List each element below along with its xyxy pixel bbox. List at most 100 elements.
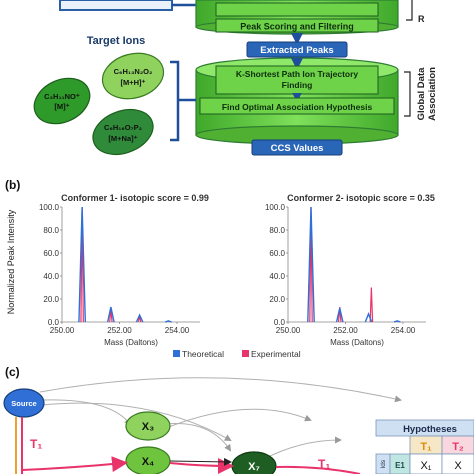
source-node-label: Source bbox=[11, 399, 36, 408]
chart-title: Conformer 2- isotopic score = 0.35 bbox=[287, 193, 435, 203]
ion-2-formula: C₆H₁₃N₂O₂ bbox=[114, 67, 153, 76]
theoretical-peak bbox=[393, 320, 401, 323]
experimental-peak bbox=[369, 287, 374, 323]
x-tick-label: 254.00 bbox=[391, 326, 416, 335]
h-side-label: lds bbox=[380, 459, 387, 468]
panel-c-label: (c) bbox=[5, 365, 20, 379]
y-tick-label: 40.0 bbox=[43, 272, 59, 281]
ion-2-adduct: [M+H]⁺ bbox=[121, 78, 146, 87]
stage-box-top bbox=[215, 2, 379, 17]
input-data-box bbox=[59, 0, 173, 11]
theoretical-peak bbox=[364, 312, 373, 323]
panel-c: (c) Source T₁ X₃ X₄ X₇ T₁ Hypo bbox=[3, 365, 474, 474]
theoretical-peak bbox=[164, 320, 172, 323]
panel-a: Peak Scoring and Filtering R Extracted P… bbox=[33, 0, 438, 156]
edge-source-x3 bbox=[41, 399, 132, 426]
x-tick-label: 252.00 bbox=[107, 326, 132, 335]
association-cylinder: K-Shortest Path Ion Trajectory Finding F… bbox=[195, 57, 399, 145]
h-x-cell bbox=[441, 453, 474, 474]
kshortest-label-1: K-Shortest Path Ion Trajectory bbox=[236, 69, 359, 79]
bracket-top-label: R bbox=[418, 14, 425, 24]
x-tick-label: 252.00 bbox=[333, 326, 358, 335]
x-tick-label: 250.00 bbox=[276, 326, 301, 335]
ion-1-formula: C₃H₁₁NO⁺ bbox=[44, 92, 80, 101]
y-tick-label: 80.0 bbox=[269, 226, 285, 235]
x-tick-label: 254.00 bbox=[165, 326, 190, 335]
target-ions-bracket bbox=[170, 60, 180, 142]
ion-3-formula: C₆H₁₆O₇P₂ bbox=[104, 123, 142, 132]
ion-1: C₃H₁₁NO⁺ [M]⁺ bbox=[33, 77, 91, 125]
theoretical-peak bbox=[307, 206, 315, 323]
x-axis-label: Mass (Daltons) bbox=[104, 338, 158, 347]
edge-x3-right bbox=[165, 408, 312, 429]
edge-source-x7a bbox=[41, 402, 232, 441]
target-ions-label: Target Ions bbox=[87, 35, 145, 47]
bracket-top bbox=[406, 0, 413, 21]
legend-experimental-swatch bbox=[242, 350, 249, 357]
y-tick-label: 100.0 bbox=[39, 203, 60, 212]
top-cylinder: Peak Scoring and Filtering bbox=[195, 0, 399, 35]
hypotheses-header: Hypotheses bbox=[403, 424, 457, 435]
global-data-label-2: Association bbox=[427, 67, 438, 121]
experimental-peak bbox=[337, 307, 342, 323]
y-tick-label: 40.0 bbox=[269, 272, 285, 281]
ion-1-adduct: [M]⁺ bbox=[54, 102, 69, 111]
bracket-global bbox=[404, 71, 411, 117]
kshortest-label-2: Finding bbox=[282, 80, 313, 90]
edge-source-x4-pink bbox=[21, 456, 128, 473]
theoretical-peak bbox=[335, 308, 344, 323]
h-t2-label: T₂ bbox=[452, 441, 464, 453]
chart-conformer-2: Conformer 2- isotopic score = 0.35 0.0 20.… bbox=[265, 193, 435, 347]
source-node bbox=[3, 388, 45, 418]
y-tick-label: 20.0 bbox=[269, 295, 285, 304]
panel-b-ylabel: Normalized Peak Intensity bbox=[6, 209, 16, 314]
ion-3: C₆H₁₆O₇P₂ [M+Na]⁺ bbox=[92, 108, 154, 156]
find-optimal-label: Find Optimal Association Hypothesis bbox=[222, 102, 373, 112]
y-tick-label: 60.0 bbox=[269, 249, 285, 258]
hypotheses-table: Hypotheses T₁ T₂ lds E1 X₁ X bbox=[375, 419, 474, 474]
node-x3 bbox=[125, 411, 171, 441]
y-tick-label: 20.0 bbox=[43, 295, 59, 304]
t1-left-label: T₁ bbox=[30, 437, 42, 451]
chart-conformer-1: Conformer 1- isotopic score = 0.99 0.0 20.… bbox=[39, 193, 209, 347]
edge-source-far bbox=[39, 377, 402, 403]
node-x7-label: X₇ bbox=[248, 461, 260, 473]
theoretical-peak bbox=[106, 306, 115, 323]
peak-scoring-box bbox=[215, 18, 379, 33]
global-data-label-1: Global Data bbox=[416, 67, 427, 121]
ion-2: C₆H₁₃N₂O₂ [M+H]⁺ bbox=[101, 52, 165, 100]
panel-b-legend: Theoretical Experimental bbox=[173, 349, 301, 359]
extracted-peaks-label: Extracted Peaks bbox=[260, 45, 333, 56]
h-e1-label: E1 bbox=[395, 461, 405, 470]
edge-x7-out-pink bbox=[275, 465, 361, 474]
theoretical-peak bbox=[135, 313, 144, 323]
h-x-label: X bbox=[454, 460, 462, 472]
y-tick-label: 60.0 bbox=[43, 249, 59, 258]
theoretical-peak bbox=[78, 206, 87, 323]
ccs-values-label: CCS Values bbox=[271, 143, 324, 154]
panel-b-label: (b) bbox=[5, 178, 20, 192]
ion-3-adduct: [M+Na]⁺ bbox=[108, 134, 137, 143]
y-tick-label: 80.0 bbox=[43, 226, 59, 235]
x-axis-label: Mass (Daltons) bbox=[330, 338, 384, 347]
peak-scoring-label: Peak Scoring and Filtering bbox=[240, 22, 354, 32]
node-x3-label: X₃ bbox=[142, 421, 154, 433]
find-optimal-box bbox=[199, 97, 395, 115]
x-tick-label: 250.00 bbox=[50, 326, 75, 335]
t1-right-label: T₁ bbox=[318, 457, 330, 471]
chart-title: Conformer 1- isotopic score = 0.99 bbox=[61, 193, 209, 203]
y-tick-label: 0.0 bbox=[48, 318, 60, 327]
edge-x4-x7-pink bbox=[169, 457, 234, 474]
panel-b-ylabel-group: Normalized Peak Intensity bbox=[6, 209, 16, 314]
ccs-values-box bbox=[251, 139, 343, 156]
y-tick-label: 0.0 bbox=[274, 318, 286, 327]
h-t1-label: T₁ bbox=[420, 441, 432, 453]
global-data-label-group: Global Data Association bbox=[416, 67, 438, 121]
node-x4-label: X₄ bbox=[142, 456, 155, 468]
y-tick-label: 100.0 bbox=[265, 203, 286, 212]
panel-b: (b) Normalized Peak Intensity Conformer … bbox=[5, 178, 435, 359]
legend-theoretical-swatch bbox=[173, 350, 180, 357]
h-x1-label: X₁ bbox=[420, 460, 431, 472]
legend-theoretical-label: Theoretical bbox=[182, 349, 224, 359]
